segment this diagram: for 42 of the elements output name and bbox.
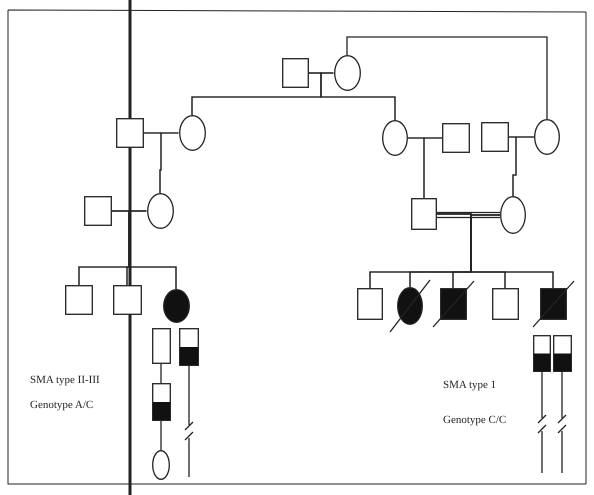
male-symbol bbox=[442, 123, 470, 153]
genotype-label: Genotype C/C bbox=[443, 414, 506, 427]
male-symbol bbox=[481, 122, 509, 152]
female-symbol bbox=[534, 119, 560, 155]
oval-symbol bbox=[152, 450, 170, 480]
male-symbol bbox=[65, 285, 93, 315]
descent-line bbox=[159, 132, 178, 193]
male-symbol bbox=[411, 198, 437, 230]
deceased-affected-male-symbol bbox=[432, 280, 474, 328]
deceased-affected-male-symbol bbox=[532, 280, 574, 328]
genotype-label: Genotype A/C bbox=[30, 399, 94, 412]
female-symbol bbox=[178, 115, 206, 151]
consanguineous-marriage-line bbox=[436, 212, 501, 218]
male-symbol bbox=[357, 288, 383, 320]
haplotype-bar bbox=[552, 334, 572, 372]
male-symbol bbox=[84, 196, 112, 226]
phenotype-label: SMA type 1 bbox=[443, 379, 496, 392]
descent-line bbox=[128, 210, 177, 289]
haplotype-bar bbox=[179, 328, 199, 366]
sibling-line bbox=[346, 36, 548, 119]
broken-line bbox=[557, 370, 567, 474]
descent-line bbox=[423, 137, 442, 198]
affected-female-symbol bbox=[162, 289, 190, 323]
haplotype-bar bbox=[152, 383, 170, 421]
phenotype-label: SMA type II-III bbox=[30, 374, 100, 387]
male-symbol bbox=[492, 288, 518, 320]
deceased-affected-female-symbol bbox=[389, 279, 431, 333]
female-symbol bbox=[382, 120, 408, 156]
female-symbol bbox=[500, 196, 526, 234]
female-symbol bbox=[146, 193, 174, 229]
male-symbol bbox=[112, 285, 142, 315]
descent-line bbox=[512, 136, 534, 196]
haplotype-bar bbox=[152, 328, 170, 364]
haplotype-bar bbox=[533, 334, 551, 372]
broken-line bbox=[184, 365, 194, 478]
broken-line bbox=[537, 370, 547, 474]
male-symbol bbox=[282, 58, 308, 88]
connector-line bbox=[160, 364, 162, 383]
female-symbol bbox=[334, 55, 360, 91]
male-symbol bbox=[116, 118, 144, 148]
connector-line bbox=[160, 421, 162, 450]
descent-line bbox=[470, 214, 554, 288]
